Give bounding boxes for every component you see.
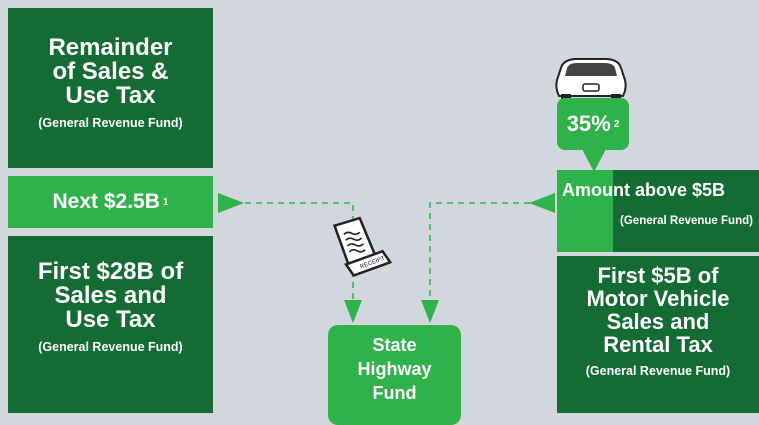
first-28b-subtitle: (General Revenue Fund) xyxy=(38,340,183,354)
remainder-title: Remainder of Sales & Use Tax xyxy=(48,34,173,109)
percent-value: 35% xyxy=(566,111,611,136)
right-flow-arrowhead xyxy=(529,193,555,213)
remainder-sales-use-tax-box: Remainder of Sales & Use Tax (General Re… xyxy=(8,8,213,168)
first-28b-box: First $28B of Sales and Use Tax (General… xyxy=(8,236,213,413)
state-highway-fund-box: State Highway Fund xyxy=(328,325,461,425)
first-5b-motor-vehicle-box: First $5B of Motor Vehicle Sales and Ren… xyxy=(557,256,759,413)
amount-above-5b-subtitle: (General Revenue Fund) xyxy=(620,215,753,227)
first-28b-title: First $28B of Sales and Use Tax xyxy=(37,258,184,333)
right-down-arrowhead xyxy=(421,300,439,323)
car-icon xyxy=(555,58,627,100)
percent-pointer xyxy=(582,149,606,172)
next-2-5b-title: Next $2.5B xyxy=(52,190,160,213)
receipt-icon: RECEIPT xyxy=(332,216,393,278)
right-flow-line xyxy=(429,202,530,300)
left-flow-line xyxy=(245,202,354,300)
amount-above-5b-accent xyxy=(557,170,613,252)
first-5b-subtitle: (General Revenue Fund) xyxy=(585,364,731,378)
percent-box: 35%2 xyxy=(557,98,629,150)
state-highway-fund-title: State Highway Fund xyxy=(357,335,432,403)
left-flow-arrowhead xyxy=(218,193,244,213)
flow-connectors: RECEIPT xyxy=(218,58,627,323)
remainder-subtitle: (General Revenue Fund) xyxy=(38,116,183,130)
left-down-arrowhead xyxy=(344,300,362,323)
amount-above-5b-title: Amount above $5B xyxy=(562,180,726,200)
footnote-1: 1 xyxy=(162,196,169,208)
first-5b-title: First $5B of Motor Vehicle Sales and Ren… xyxy=(586,263,730,357)
footnote-2: 2 xyxy=(613,118,620,130)
